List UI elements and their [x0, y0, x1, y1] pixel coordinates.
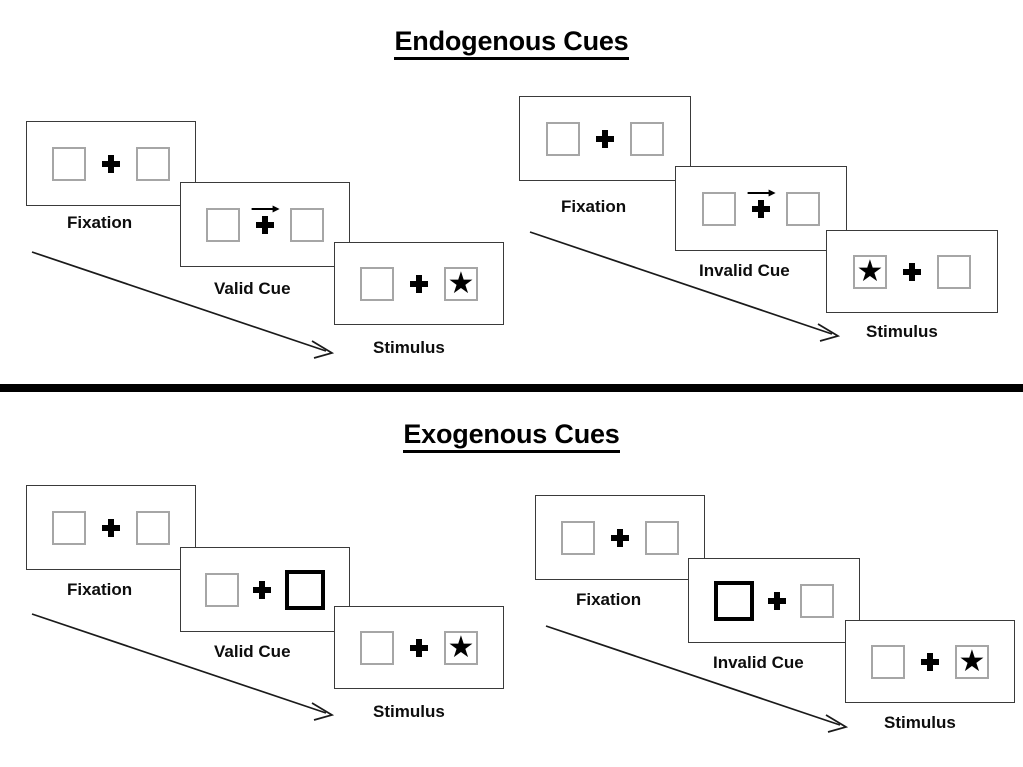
plus-icon [596, 129, 614, 148]
panel-content [520, 97, 690, 180]
caption-endo-invalid-stimulus: Stimulus [866, 322, 938, 341]
caption-endo-invalid-cue: Invalid Cue [699, 261, 790, 280]
panel-exo-valid-cue[interactable] [180, 547, 350, 632]
left-placeholder-box [702, 191, 736, 226]
right-cued-box [285, 569, 325, 610]
plus-icon [256, 215, 274, 234]
left-placeholder-box [52, 146, 86, 181]
plus-icon [903, 262, 921, 281]
caption-exo-invalid-stimulus: Stimulus [884, 713, 956, 732]
panel-exo-invalid-fixation[interactable] [535, 495, 705, 580]
left-placeholder-box [205, 572, 239, 607]
fixation-cross-wrap [410, 274, 428, 293]
arrow-right-icon [251, 205, 280, 212]
left-placeholder-box [871, 644, 905, 679]
plus-icon [410, 638, 428, 657]
caption-endo-valid-cue: Valid Cue [214, 279, 291, 298]
fixation-cross-wrap [102, 518, 120, 537]
caption-exo-valid-cue: Valid Cue [214, 642, 291, 661]
right-target-box: ★ [444, 630, 478, 665]
right-placeholder-box [786, 191, 820, 226]
section-title-exogenous: Exogenous Cues [0, 419, 1023, 453]
caption-exo-invalid-cue: Invalid Cue [713, 653, 804, 672]
plus-icon [102, 154, 120, 173]
panel-endo-valid-stimulus[interactable]: ★ [334, 242, 504, 325]
time-flow-arrow-exogenous-invalid [545, 625, 849, 733]
panel-content: ★ [846, 621, 1014, 702]
panel-endo-invalid-stimulus[interactable]: ★ [826, 230, 998, 313]
fixation-cross-wrap [596, 129, 614, 148]
right-placeholder-box [136, 146, 170, 181]
fixation-cross-wrap [410, 638, 428, 657]
panel-content [689, 559, 859, 642]
plus-icon [768, 591, 786, 610]
panel-exo-valid-fixation[interactable] [26, 485, 196, 570]
plus-icon [752, 199, 770, 218]
panel-exo-invalid-cue[interactable] [688, 558, 860, 643]
right-placeholder-box [630, 121, 664, 156]
right-placeholder-box [645, 520, 679, 555]
fixation-cross-wrap [747, 189, 776, 218]
right-placeholder-box [800, 583, 834, 618]
left-placeholder-box [561, 520, 595, 555]
left-placeholder-box [360, 266, 394, 301]
panel-content [27, 122, 195, 205]
panel-endo-valid-cue[interactable] [180, 182, 350, 267]
plus-icon [102, 518, 120, 537]
fixation-cross-wrap [611, 528, 629, 547]
left-placeholder-box [52, 510, 86, 545]
left-placeholder-box [206, 207, 240, 242]
right-placeholder-box [136, 510, 170, 545]
panel-endo-invalid-cue[interactable] [675, 166, 847, 251]
time-flow-arrow-endogenous-valid [31, 251, 335, 359]
panel-endo-valid-fixation[interactable] [26, 121, 196, 206]
star-icon: ★ [447, 630, 475, 664]
star-icon: ★ [958, 644, 986, 678]
right-target-box: ★ [444, 266, 478, 301]
panel-content: ★ [335, 243, 503, 324]
panel-content [181, 183, 349, 266]
right-placeholder-box [937, 254, 971, 289]
plus-icon [253, 580, 271, 599]
panel-exo-invalid-stimulus[interactable]: ★ [845, 620, 1015, 703]
left-target-box: ★ [853, 254, 887, 289]
right-placeholder-box [290, 207, 324, 242]
time-flow-arrow-exogenous-valid [31, 613, 335, 721]
plus-icon [921, 652, 939, 671]
plus-icon [410, 274, 428, 293]
plus-icon [611, 528, 629, 547]
panel-endo-invalid-fixation[interactable] [519, 96, 691, 181]
caption-endo-valid-fixation: Fixation [67, 213, 133, 232]
arrow-right-icon [747, 189, 776, 196]
section-title-endogenous-text: Endogenous Cues [394, 26, 629, 60]
panel-exo-valid-stimulus[interactable]: ★ [334, 606, 504, 689]
panel-content: ★ [335, 607, 503, 688]
fixation-cross-wrap [251, 205, 280, 234]
fixation-cross-wrap [253, 580, 271, 599]
caption-exo-invalid-fixation: Fixation [576, 590, 642, 609]
panel-content [27, 486, 195, 569]
fixation-cross-wrap [102, 154, 120, 173]
fixation-cross-wrap [768, 591, 786, 610]
panel-content [181, 548, 349, 631]
section-title-endogenous: Endogenous Cues [0, 26, 1023, 60]
caption-exo-valid-fixation: Fixation [67, 580, 133, 599]
left-cued-box [714, 580, 754, 621]
right-target-box: ★ [955, 644, 989, 679]
star-icon: ★ [447, 266, 475, 300]
fixation-cross-wrap [903, 262, 921, 281]
panel-content: ★ [827, 231, 997, 312]
caption-exo-valid-stimulus: Stimulus [373, 702, 445, 721]
left-placeholder-box [360, 630, 394, 665]
time-flow-arrow-endogenous-invalid [529, 231, 841, 342]
left-placeholder-box [546, 121, 580, 156]
section-title-exogenous-text: Exogenous Cues [403, 419, 620, 453]
caption-endo-invalid-fixation: Fixation [561, 197, 627, 216]
caption-endo-valid-stimulus: Stimulus [373, 338, 445, 357]
star-icon: ★ [856, 254, 884, 288]
section-divider [0, 384, 1023, 392]
panel-content [536, 496, 704, 579]
fixation-cross-wrap [921, 652, 939, 671]
panel-content [676, 167, 846, 250]
